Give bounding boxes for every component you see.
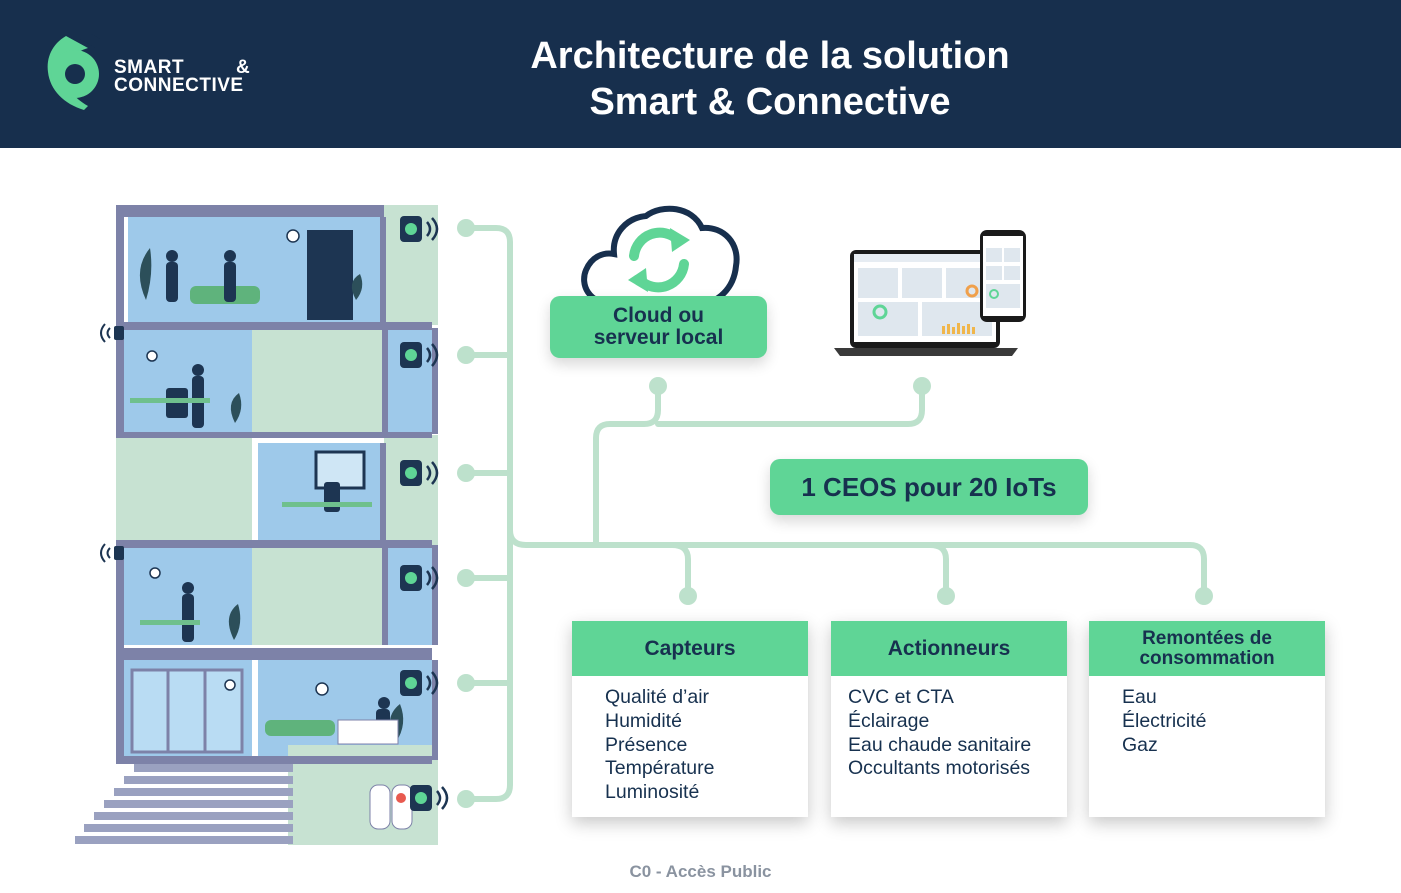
logo-text-smart: SMART [114,57,185,78]
card-remontees-title-line1: Remontées de [1142,627,1272,649]
card-remontees-title: Remontées de consommation [1089,621,1325,676]
ceos-capacity-label: 1 CEOS pour 20 IoTs [770,459,1088,515]
list-item: CVC et CTA [848,686,954,708]
logo-mark-icon [47,34,102,110]
page-title-line2: Smart & Connective [589,81,951,123]
logo-text-connective: CONNECTIVE [114,75,244,96]
list-item: Eau [1122,686,1157,708]
card-actionneurs: Actionneurs CVC et CTA Éclairage Eau cha… [831,621,1067,817]
list-item: Luminosité [605,781,700,804]
card-actionneurs-list: CVC et CTA Éclairage Eau chaude sanitair… [831,676,1067,781]
list-item: Humidité [605,709,682,732]
cloud-label-line2: serveur local [593,326,724,349]
list-item: Occultants motorisés [848,757,1031,780]
laptop-phone-icon [834,230,1026,356]
list-item: Eau chaude sanitaire [848,733,1032,756]
header-banner: SMART & CONNECTIVE Architecture de la so… [0,0,1401,148]
card-capteurs: Capteurs Qualité d’air Humidité Présence… [572,621,808,817]
cloud-label-line1: Cloud ou [613,304,704,327]
card-remontees-list: Eau Électricité Gaz [1089,676,1325,757]
list-item: Qualité d’air [605,686,710,708]
card-capteurs-list: Qualité d’air Humidité Présence Températ… [572,676,808,805]
list-item: Présence [605,733,688,756]
cloud-server-label: Cloud ou serveur local [550,296,767,358]
logo-text-amp: & [236,57,251,78]
card-actionneurs-title: Actionneurs [831,621,1067,676]
classification-footer: C0 - Accès Public [629,862,772,881]
card-remontees: Remontées de consommation Eau Électricit… [1089,621,1325,817]
page-title-line1: Architecture de la solution [530,35,1010,77]
list-item: Électricité [1122,709,1207,732]
list-item: Gaz [1122,733,1158,756]
card-remontees-title-line2: consommation [1139,647,1275,669]
list-item: Température [605,757,715,780]
smart-connective-logo: SMART & CONNECTIVE [44,34,274,114]
card-capteurs-title: Capteurs [572,621,808,676]
building-cross-section-icon [75,205,449,845]
cloud-sync-icon [581,205,740,307]
list-item: Éclairage [848,709,930,732]
